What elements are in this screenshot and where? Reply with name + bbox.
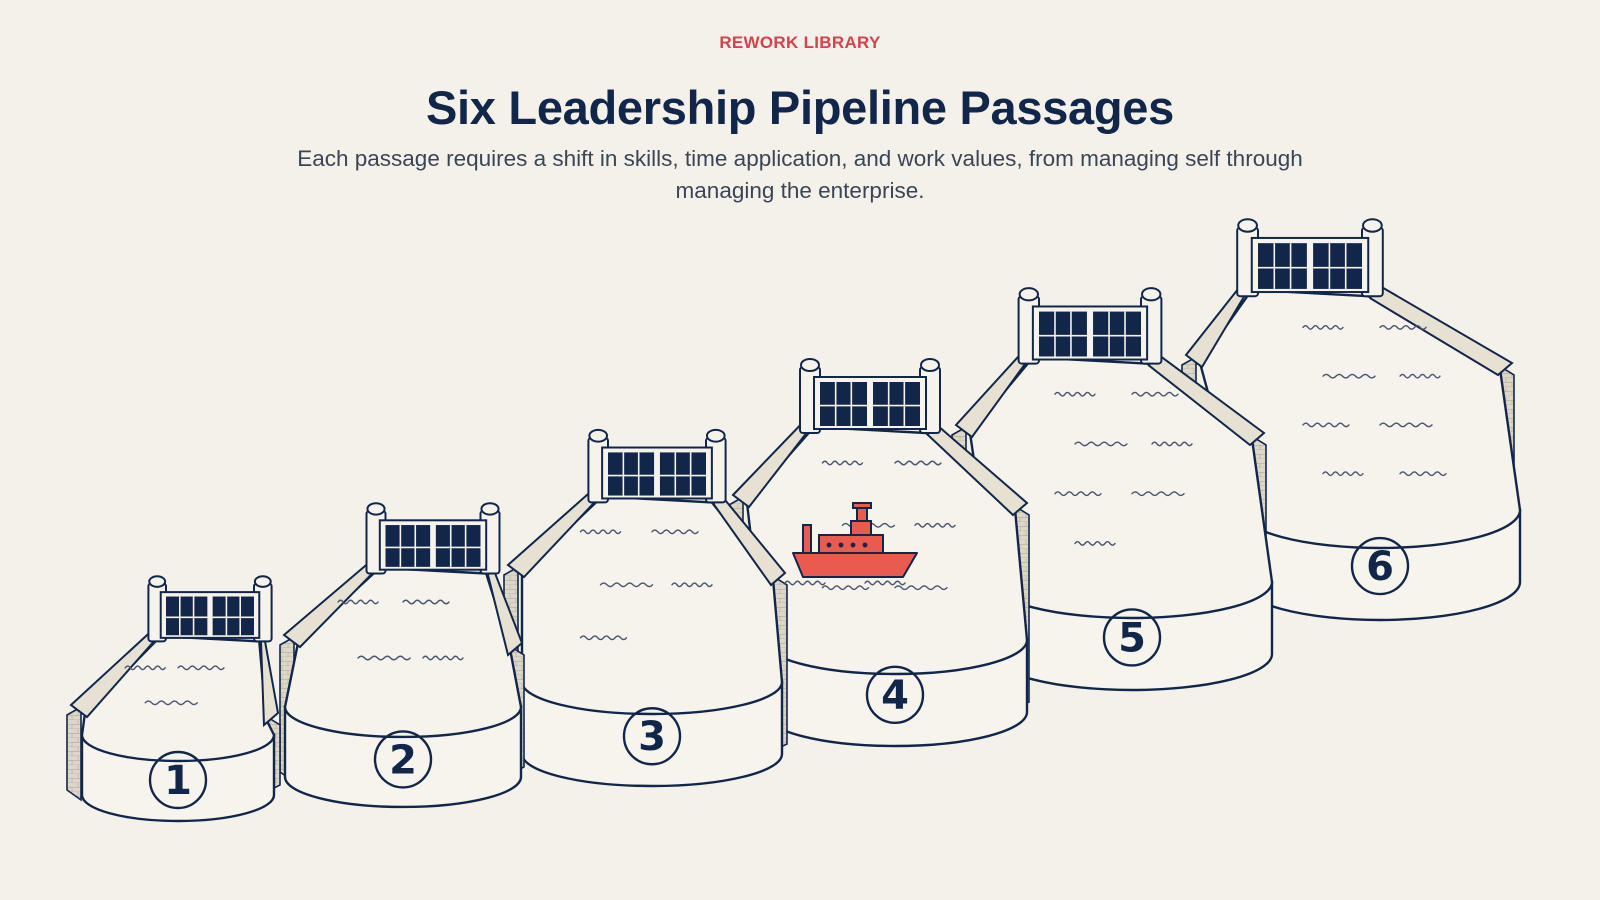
lock-number-6: 6 <box>1366 544 1394 590</box>
lock-number-badge <box>373 730 433 789</box>
lock-number-2: 2 <box>389 737 417 783</box>
lock-number-4: 4 <box>881 673 909 719</box>
page-title: Six Leadership Pipeline Passages <box>426 81 1174 134</box>
lock-chamber-5: 5 <box>951 287 1274 692</box>
lock-chamber-3: 3 <box>503 428 788 788</box>
lock-number-badge <box>148 750 208 810</box>
boat-icon <box>784 502 918 586</box>
lock-chamber-1: 1 <box>66 575 281 823</box>
eyebrow-label: REWORK LIBRARY <box>719 33 881 52</box>
lock-number-5: 5 <box>1118 615 1146 661</box>
lock-number-badge <box>1350 536 1410 596</box>
lock-number-3: 3 <box>638 714 666 760</box>
lock-chamber-2: 2 <box>279 502 525 809</box>
page-subtitle: Each passage requires a shift in skills,… <box>297 146 1303 203</box>
lock-number-badge <box>1102 608 1162 667</box>
lock-number-1: 1 <box>164 758 192 804</box>
lock-number-badge <box>865 665 925 725</box>
lock-number-badge <box>622 707 682 766</box>
lock-chamber-4: 4 <box>728 358 1030 748</box>
locks-group: 6 5 4 3 2 1 <box>66 218 1522 823</box>
